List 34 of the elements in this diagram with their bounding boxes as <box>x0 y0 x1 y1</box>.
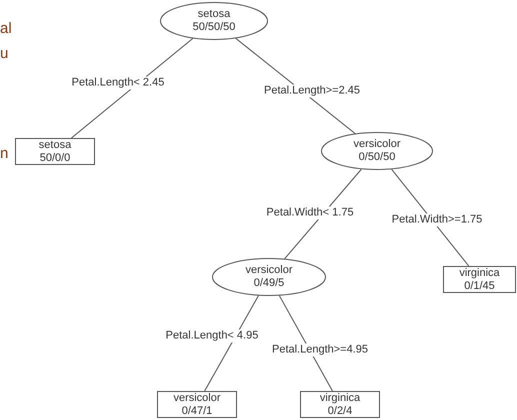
class-label: setosa <box>198 8 230 21</box>
split-node-ellipse <box>160 2 268 40</box>
split-node-ellipse <box>321 132 433 170</box>
class-label: versicolor <box>353 138 401 151</box>
class-counts: 0/49/5 <box>254 277 284 290</box>
split-node-ellipse <box>212 258 326 296</box>
split-condition-label: Petal.Width< 1.75 <box>265 206 355 220</box>
cropped-text-fragment: u <box>0 45 8 62</box>
split-condition-label: Petal.Length>=2.45 <box>262 84 362 98</box>
class-counts: 0/47/1 <box>182 404 212 418</box>
class-counts: 50/0/0 <box>40 152 70 164</box>
split-condition-label: Petal.Length>=4.95 <box>270 344 370 356</box>
split-condition-label: Petal.Width>=1.75 <box>390 214 484 226</box>
class-label: virginica <box>459 266 500 280</box>
cropped-text-fragment: n <box>0 145 8 162</box>
cropped-text-fragment: al <box>0 20 12 37</box>
class-counts: 0/50/50 <box>358 151 396 164</box>
tree-branch-line <box>235 38 356 134</box>
tree-branch-line <box>70 38 194 138</box>
leaf-node-box <box>300 391 380 418</box>
tree-branch-line <box>391 168 470 266</box>
tree-branch-line <box>204 295 259 392</box>
class-counts: 50/50/50 <box>192 21 236 34</box>
class-counts: 0/1/45 <box>464 280 495 292</box>
class-counts: 0/2/4 <box>328 404 352 418</box>
leaf-node-box <box>15 138 95 165</box>
class-label: setosa <box>38 138 72 152</box>
class-label: versicolor <box>245 264 293 277</box>
class-label: virginica <box>320 392 360 404</box>
leaf-node-box <box>443 266 516 293</box>
leaf-node-box <box>157 391 237 418</box>
class-label: versicolor <box>173 392 221 404</box>
split-condition-label: Petal.Length< 2.45 <box>70 76 166 90</box>
split-condition-label: Petal.Length< 4.95 <box>164 330 260 342</box>
